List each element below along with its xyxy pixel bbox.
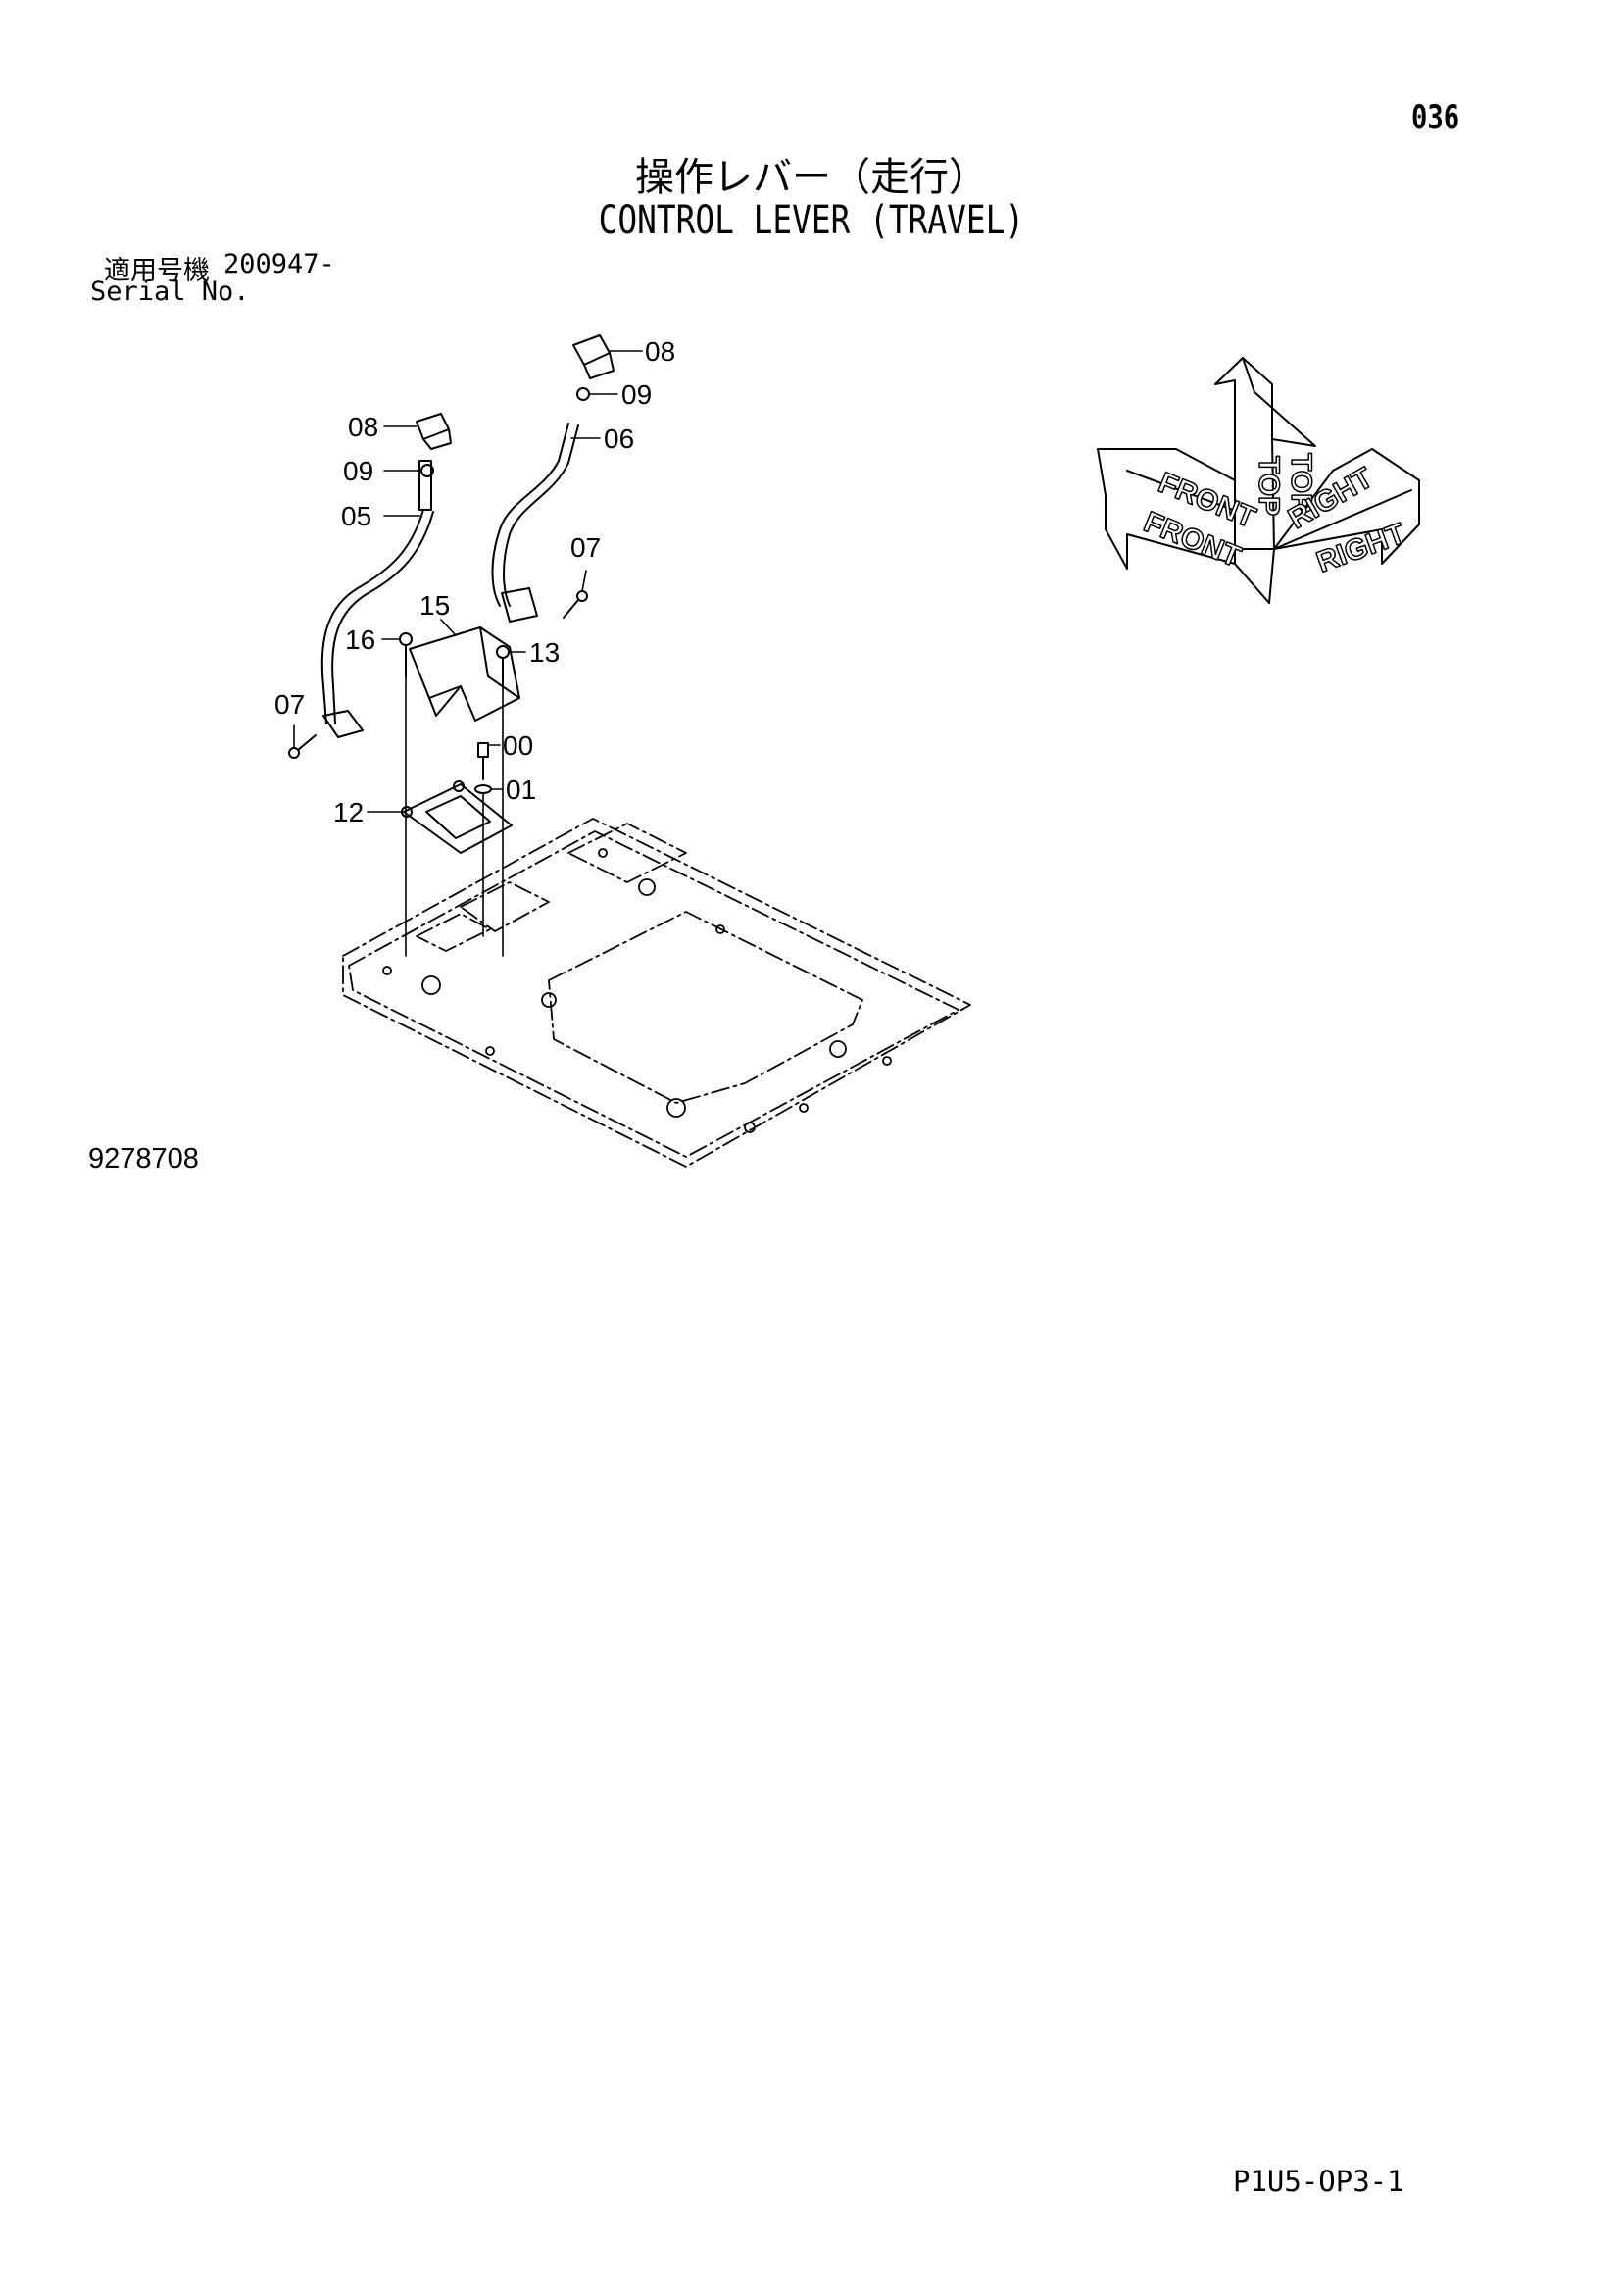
orientation-indicator [1097, 357, 1420, 604]
sheet-code: P1U5-OP3-1 [1233, 2165, 1404, 2198]
page-title-english-text: CONTROL LEVER (TRAVEL) [598, 198, 1025, 243]
base-plate [401, 780, 513, 854]
callout-07-right: 07 [570, 532, 601, 563]
bolt-00 [477, 742, 489, 780]
leader-lines [293, 350, 643, 813]
right-lever-knob [572, 334, 615, 401]
callout-05: 05 [341, 501, 371, 531]
drawing-number: 9278708 [88, 1143, 199, 1174]
orientation-top-a: TOP [1253, 456, 1285, 516]
bolt-07-right [563, 590, 588, 619]
assembly-lines [405, 675, 504, 957]
callout-07-left: 07 [274, 689, 305, 720]
callout-15: 15 [419, 590, 450, 621]
page-title-english: CONTROL LEVER (TRAVEL) [0, 198, 1623, 243]
bolt-13 [496, 645, 510, 687]
callout-01: 01 [506, 774, 536, 805]
callout-00: 00 [503, 730, 533, 761]
serial-value: 200947- [223, 249, 335, 279]
washer-01 [474, 784, 492, 794]
right-travel-lever [491, 423, 579, 623]
callout-13: 13 [529, 637, 560, 668]
callout-labels: 08 09 06 08 09 05 07 15 16 13 07 00 01 1… [274, 336, 675, 827]
callout-16: 16 [345, 624, 375, 655]
lever-cover [409, 626, 520, 722]
floor-plate-holes [382, 848, 892, 1133]
callout-08-left: 08 [348, 412, 378, 442]
callout-06: 06 [604, 424, 634, 454]
page-title-japanese: 操作レバー（走行） [635, 155, 988, 200]
bolt-07-left [288, 734, 317, 759]
orientation-top-b: TOP [1285, 453, 1317, 513]
callout-09-left: 09 [343, 456, 373, 486]
page-number: 036 [1411, 98, 1460, 137]
left-travel-lever [320, 460, 434, 738]
bolt-16 [399, 632, 413, 677]
serial-label-english: Serial No. [90, 276, 250, 307]
callout-08-right: 08 [645, 336, 675, 367]
serial-label-japanese: 適用号機 [104, 256, 210, 286]
callout-09-right: 09 [621, 379, 652, 410]
callout-12: 12 [333, 797, 364, 827]
left-lever-knob [416, 413, 452, 477]
